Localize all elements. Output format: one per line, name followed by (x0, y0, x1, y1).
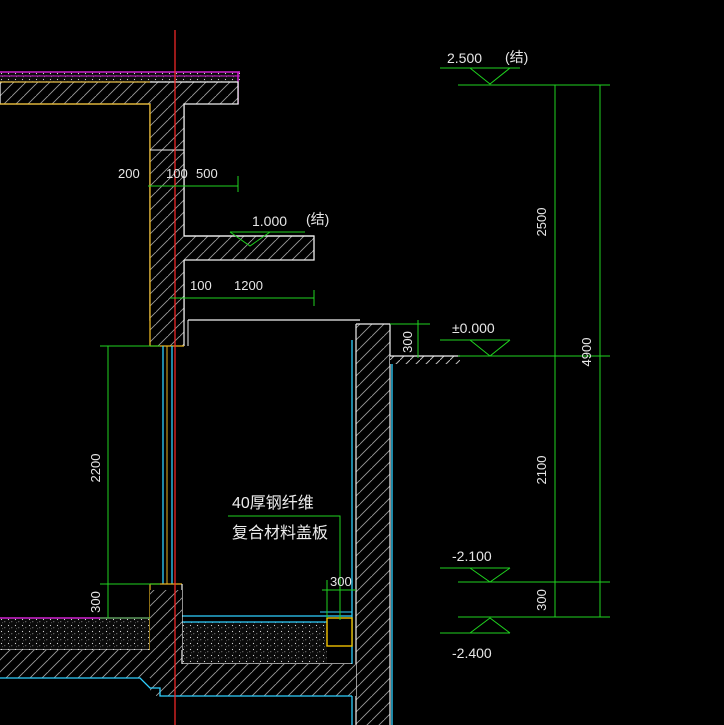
door-opening (162, 319, 360, 584)
dim-parapet: 300 (400, 331, 415, 353)
level-pit-bottom: -2.400 (452, 645, 492, 661)
dim-trench-width: 300 (330, 574, 352, 589)
dim-pit-depth: 300 (534, 589, 549, 611)
right-wall (351, 323, 460, 725)
dim-total-height: 4900 (579, 338, 594, 367)
note-line-2: 复合材料盖板 (232, 524, 328, 542)
dim-opening-height: 2200 (88, 454, 103, 483)
level-top: 2.500 (447, 50, 482, 66)
dim-upper-projection: 500 (196, 166, 218, 181)
level-top-suffix: (结) (505, 49, 528, 65)
level-canopy: 1.000 (252, 213, 287, 229)
dim-sill: 300 (88, 591, 103, 613)
dim-canopy-gap: 100 (190, 278, 212, 293)
dim-canopy-projection: 1200 (234, 278, 263, 293)
note-line-1: 40厚钢纤维 (232, 494, 314, 512)
upper-wall (149, 104, 185, 347)
canopy-slab (184, 235, 315, 261)
level-canopy-suffix: (结) (306, 211, 329, 227)
dim-upper-height: 2500 (534, 208, 549, 237)
dim-wall: 200 (118, 166, 140, 181)
dim-lower-height: 2100 (534, 456, 549, 485)
dim-gap: 100 (166, 166, 188, 181)
floor-slab (0, 583, 356, 697)
level-ground: ±0.000 (452, 320, 495, 336)
labels: 2.500 (结) 1.000 (结) ±0.000 -2.100 -2.400… (88, 49, 594, 661)
dimension-lines (100, 67, 610, 634)
level-pit-top: -2.100 (452, 548, 492, 564)
